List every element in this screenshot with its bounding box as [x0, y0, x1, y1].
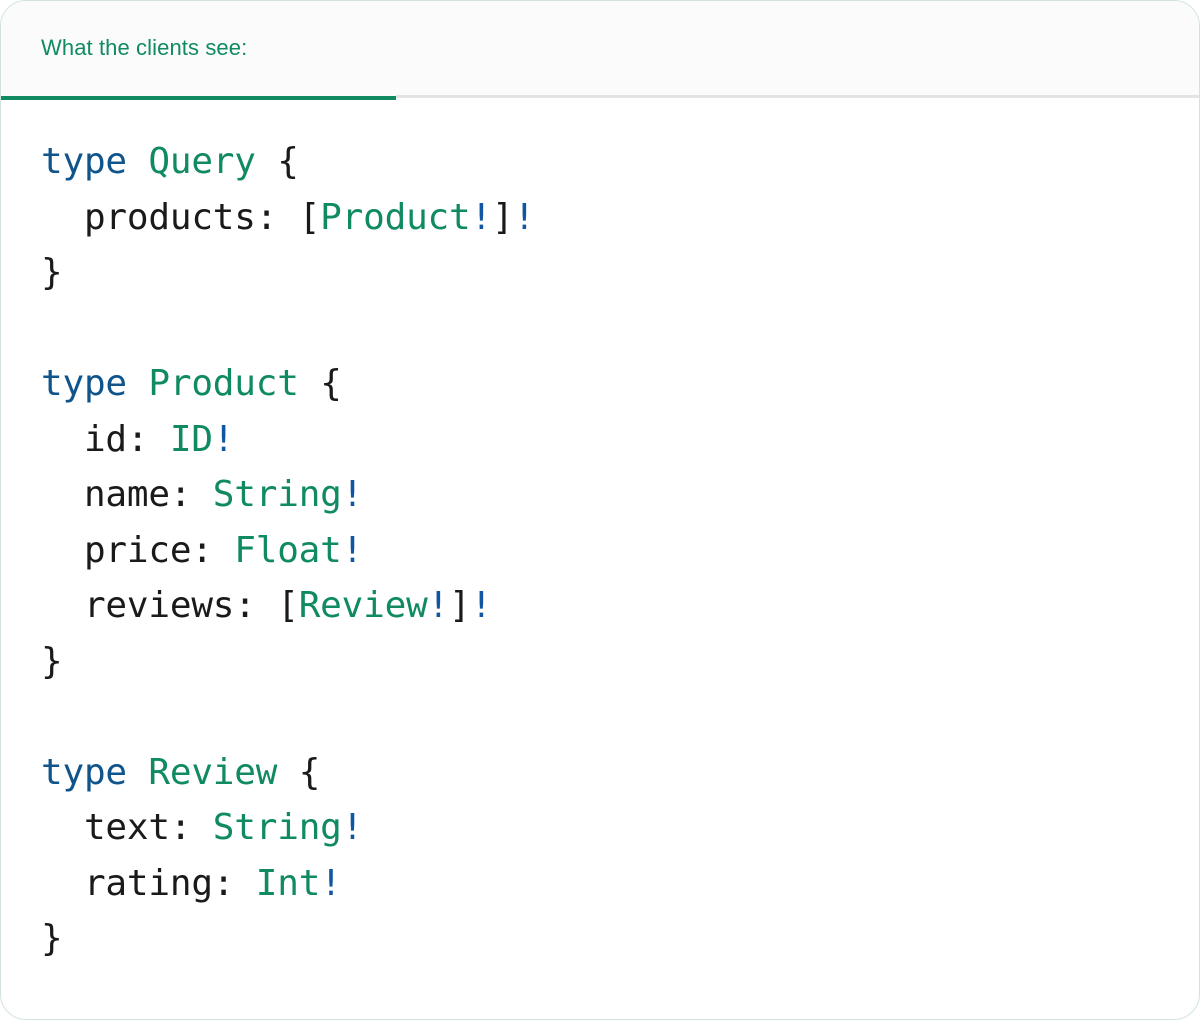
- code-token-field: name:: [41, 474, 213, 515]
- code-line: }: [41, 634, 1159, 690]
- code-token-punct: }: [41, 918, 63, 959]
- code-token-type: Product: [320, 196, 471, 238]
- code-area: type Query { products: [Product!]!} type…: [1, 98, 1199, 1007]
- code-token-punct: [256, 141, 277, 182]
- code-token-punct: {: [277, 141, 299, 182]
- code-token-punct: }: [41, 640, 63, 682]
- code-token-type: String: [212, 474, 342, 515]
- tab-what-the-clients-see[interactable]: What the clients see:: [1, 1, 396, 100]
- code-token-bang: !: [513, 196, 535, 238]
- code-token-punct: ]: [491, 196, 514, 238]
- code-token-field: text:: [41, 807, 213, 848]
- code-token-bang: !: [320, 862, 342, 904]
- code-token-type: Float: [234, 529, 342, 571]
- code-token-punct: ]: [449, 585, 471, 626]
- code-line: }: [41, 245, 1159, 301]
- code-line: id: ID!: [41, 412, 1159, 468]
- code-token-punct: [299, 363, 320, 404]
- code-token-punct: [127, 363, 148, 404]
- code-token-type: Review: [148, 751, 278, 793]
- tab-label: What the clients see:: [41, 35, 248, 60]
- code-token-punct: [: [298, 196, 321, 238]
- code-token-type: ID: [169, 418, 213, 460]
- code-token-field: products:: [41, 196, 299, 238]
- code-line: price: Float!: [41, 523, 1159, 579]
- code-line: name: String!: [41, 467, 1159, 523]
- code-token-bang: !: [341, 529, 364, 571]
- code-token-punct: }: [41, 252, 63, 293]
- code-token-type: Review: [298, 585, 428, 626]
- code-token-type: Product: [148, 363, 299, 404]
- code-line: rating: Int!: [41, 856, 1159, 912]
- code-line: products: [Product!]!: [41, 190, 1159, 246]
- code-token-bang: !: [341, 474, 364, 515]
- code-line: }: [41, 911, 1159, 967]
- code-token-punct: [: [277, 585, 299, 626]
- code-line: reviews: [Review!]!: [41, 578, 1159, 634]
- code-token-kw: type: [41, 363, 127, 404]
- graphql-schema-code: type Query { products: [Product!]!} type…: [41, 134, 1159, 967]
- code-token-bang: !: [341, 807, 364, 848]
- code-line: text: String!: [41, 800, 1159, 856]
- code-token-bang: !: [470, 196, 493, 238]
- code-line: [41, 689, 1159, 745]
- code-token-punct: [127, 141, 148, 182]
- code-token-bang: !: [427, 585, 450, 626]
- code-token-type: String: [212, 807, 342, 848]
- code-token-bang: !: [470, 585, 493, 626]
- code-token-punct: [277, 752, 298, 793]
- code-line: [41, 301, 1159, 357]
- code-token-bang: !: [212, 418, 235, 460]
- code-token-kw: type: [41, 751, 127, 793]
- code-token-punct: {: [320, 363, 342, 404]
- code-token-kw: type: [41, 141, 127, 182]
- code-token-field: price:: [41, 529, 235, 571]
- code-token-field: rating:: [41, 862, 256, 904]
- code-line: type Query {: [41, 134, 1159, 190]
- code-token-punct: [127, 752, 148, 793]
- code-token-type: Query: [148, 141, 256, 182]
- code-token-punct: {: [298, 751, 321, 793]
- code-line: type Review {: [41, 745, 1159, 801]
- code-token-field: reviews:: [41, 585, 278, 626]
- code-token-type: Int: [255, 862, 321, 904]
- tab-strip: What the clients see:: [1, 1, 1199, 100]
- code-token-field: id:: [41, 418, 170, 460]
- code-line: type Product {: [41, 356, 1159, 412]
- tab-active-underline: [1, 95, 396, 100]
